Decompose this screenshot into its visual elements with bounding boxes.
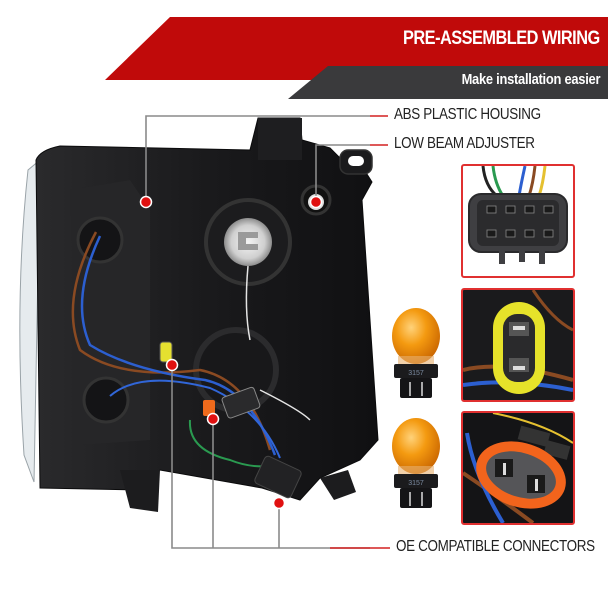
lens-edge: [19, 158, 41, 483]
dot-low-beam: [309, 195, 323, 209]
yellow-2-pin-connector-icon: [463, 290, 573, 394]
dot-harness-plug: [272, 496, 286, 510]
callout-abs-plastic-housing: ABS PLASTIC HOUSING: [394, 106, 541, 123]
8-pin-connector-icon: [468, 166, 568, 264]
dot-abs-housing: [139, 195, 153, 209]
callout-low-beam-adjuster: LOW BEAM ADJUSTER: [394, 135, 535, 152]
side-socket-lower: [82, 376, 130, 424]
wire-white-2: [259, 389, 311, 421]
leader-connectors: [171, 365, 370, 549]
wire-green: [188, 419, 271, 468]
leader-abs-housing: [145, 115, 370, 200]
bulb-lower-label: 3157: [408, 480, 424, 487]
bulb-lower: 3157: [392, 418, 440, 508]
banner-dark-band: [288, 66, 608, 99]
leader-lines: [145, 115, 390, 549]
banner-subtitle: Make installation easier: [461, 71, 600, 88]
leader-low-beam: [315, 144, 370, 202]
orange-connector: [203, 400, 215, 416]
bulb-upper-label: 3157: [408, 370, 424, 377]
relay-module: [221, 386, 261, 419]
top-mount-tab: [258, 118, 302, 160]
banner-red-band: [105, 17, 608, 80]
yellow-connector: [159, 341, 173, 363]
callout-dots: [139, 195, 323, 510]
thumbnail-orange-connector: [461, 411, 575, 525]
harness-plug: [254, 455, 302, 499]
wire-blue-2: [109, 379, 281, 459]
orange-2-pin-connector-icon: [463, 413, 573, 523]
dot-yellow-connector: [165, 358, 179, 372]
wire-white: [245, 265, 251, 341]
side-socket-upper: [76, 216, 124, 264]
thumbnail-8-pin-connector: [461, 164, 575, 278]
dot-orange-connector: [206, 412, 220, 426]
banner-background: [105, 17, 608, 99]
bulb-upper: 3157: [392, 308, 440, 398]
banner-title: PRE-ASSEMBLED WIRING: [403, 28, 600, 49]
thumbnail-yellow-connector: [461, 288, 575, 402]
callout-oe-compatible-connectors: OE COMPATIBLE CONNECTORS: [396, 538, 595, 555]
